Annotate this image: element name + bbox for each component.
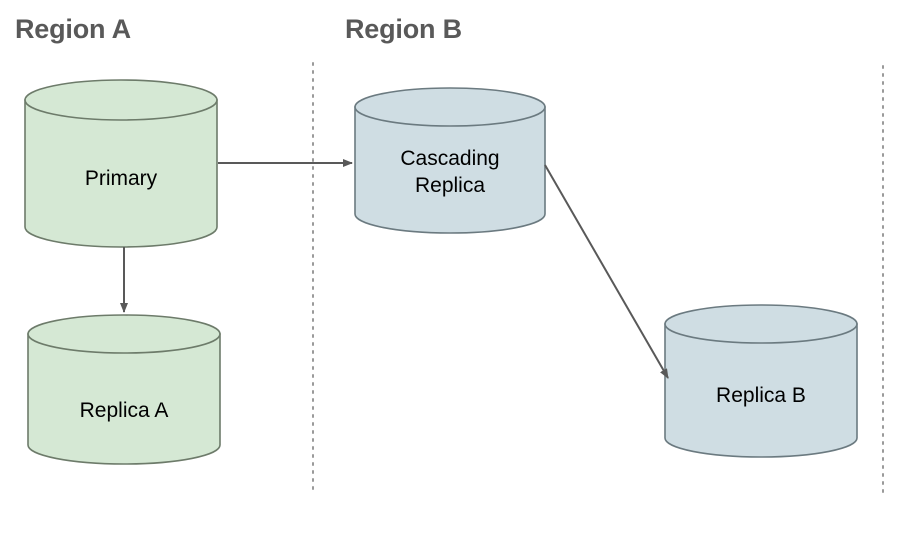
node-cascading-replica[interactable] xyxy=(354,87,546,234)
cascading-replica-body xyxy=(354,106,546,234)
primary-top xyxy=(24,79,218,121)
replica-a-body xyxy=(27,333,221,465)
cascading-replica-top xyxy=(354,87,546,127)
replica-b-top xyxy=(664,304,858,344)
replica-a-top xyxy=(27,314,221,354)
replica-b-body xyxy=(664,323,858,458)
primary-body xyxy=(24,99,218,248)
region-b-title: Region B xyxy=(345,14,462,44)
region-a-title: Region A xyxy=(15,14,131,44)
node-replica-b[interactable] xyxy=(664,304,858,458)
node-primary[interactable] xyxy=(24,79,218,248)
edge-cascading-to-replica-b[interactable] xyxy=(544,164,669,379)
node-replica-a[interactable] xyxy=(27,314,221,465)
